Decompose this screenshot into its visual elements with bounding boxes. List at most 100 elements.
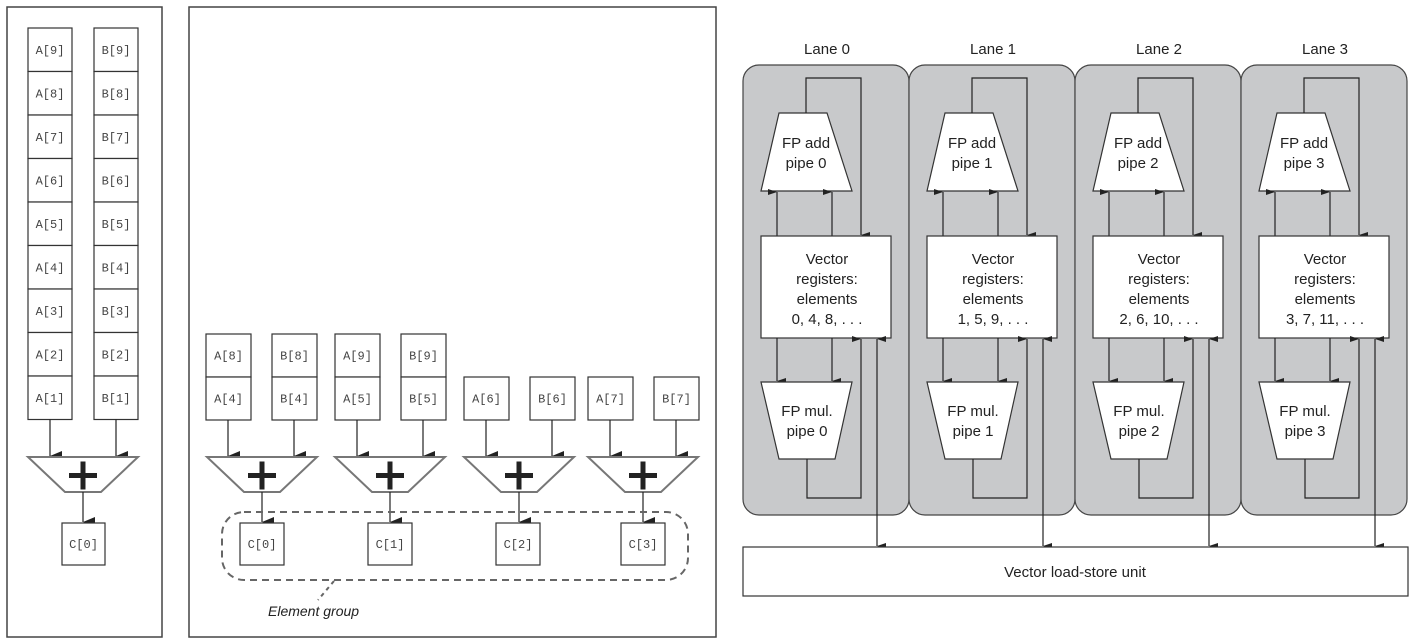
cell-label: B[6]: [102, 174, 131, 188]
pipeline-3: A[7] B[7] C[3]: [585, 376, 701, 566]
cell-label: B[4]: [280, 393, 309, 407]
fp-add-label: pipe 3: [1284, 155, 1325, 172]
fp-add-label: FP add: [948, 135, 996, 152]
vector-registers-label: Vector: [972, 251, 1015, 268]
vector-registers-label: elements: [1129, 291, 1190, 308]
cell-label: A[8]: [214, 350, 243, 364]
fp-add-pipe: FP add pipe 2: [1092, 112, 1185, 192]
cell-label: B[3]: [102, 305, 131, 319]
cell-label: C[0]: [69, 538, 98, 552]
vector-registers-label: registers:: [1128, 271, 1190, 288]
cell-label: A[2]: [36, 348, 65, 362]
b-operand-cell: B[4]: [271, 376, 318, 421]
mul-writeback-wire: [806, 336, 862, 499]
b-operand-cell: B[8]: [271, 333, 318, 378]
b-operand-cell: B[1]: [93, 375, 139, 421]
vector-registers-label: 3, 7, 11, . . .: [1286, 311, 1364, 328]
cell-label: A[6]: [36, 174, 65, 188]
mul-writeback-wire: [972, 336, 1028, 499]
mul-writeback-wire: [1138, 336, 1194, 499]
cell-label: B[5]: [102, 218, 131, 232]
add-writeback-wire: [1137, 77, 1202, 238]
cell-label: B[7]: [102, 131, 131, 145]
a-operand-cell: A[6]: [463, 376, 510, 421]
cell-label: A[5]: [36, 218, 65, 232]
cell-label: A[3]: [36, 305, 65, 319]
adder: [25, 419, 141, 527]
fp-mul-label: FP mul.: [1113, 403, 1164, 420]
b-operand-cell: B[3]: [93, 288, 139, 334]
fp-add-label: FP add: [782, 135, 830, 152]
c-result-cell: C[2]: [495, 522, 541, 566]
b-operand-cell: B[5]: [400, 376, 447, 421]
a-operand-cell: A[7]: [587, 376, 634, 421]
b-operand-cell: B[7]: [653, 376, 700, 421]
fp-mul-pipe: FP mul. pipe 2: [1092, 381, 1185, 460]
c-result-cell: C[0]: [61, 522, 106, 566]
a-operand-cell: A[3]: [27, 288, 73, 334]
fp-mul-label: pipe 2: [1119, 423, 1160, 440]
vector-registers-label: 1, 5, 9, . . .: [958, 311, 1029, 328]
cell-label: C[0]: [248, 538, 277, 552]
add-writeback-wire: [1303, 77, 1368, 238]
a-operand-cell: A[8]: [27, 70, 73, 116]
a-operand-column: A[9]A[8]A[7]A[6]A[5]A[4]A[3]A[2]A[1]: [27, 27, 73, 421]
b-operand-cell: B[8]: [93, 70, 139, 116]
a-operand-cell: A[6]: [27, 157, 73, 203]
a-operand-cell: A[4]: [27, 244, 73, 290]
b-operand-cell: B[5]: [93, 201, 139, 247]
pipeline-0: A[8]A[4]B[8]B[4]C[0]: [204, 333, 320, 566]
fp-add-label: FP add: [1114, 135, 1162, 152]
result-box: C[0]: [61, 522, 106, 566]
a-operand-cell: A[2]: [27, 331, 73, 377]
add-writeback-wire: [971, 77, 1036, 238]
cell-label: B[2]: [102, 348, 131, 362]
vector-registers-label: registers:: [962, 271, 1024, 288]
a-operand-cell: A[9]: [334, 333, 381, 378]
cell-label: B[9]: [409, 350, 438, 364]
fp-mul-label: FP mul.: [1279, 403, 1330, 420]
adder: [332, 456, 448, 493]
b-operand-cell: B[6]: [93, 157, 139, 203]
cell-label: C[1]: [376, 538, 405, 552]
cell-label: B[5]: [409, 393, 438, 407]
fp-add-label: pipe 1: [952, 155, 993, 172]
fp-add-pipe: FP add pipe 1: [926, 112, 1019, 192]
fp-mul-label: FP mul.: [781, 403, 832, 420]
cell-label: A[9]: [36, 44, 65, 58]
lane-title: Lane 0: [804, 41, 850, 58]
fp-add-label: pipe 0: [786, 155, 827, 172]
vector-registers: Vector registers: elements 1, 5, 9, . . .: [926, 235, 1058, 339]
lane-1: Lane 1 FP add pipe 1 Vector registers: elemen…: [908, 41, 1076, 549]
cell-label: A[7]: [596, 393, 625, 407]
pipelines: A[8]A[4]B[8]B[4]C[0]A[9]A[5]B[9]B[5]C[1]…: [204, 333, 701, 566]
fp-mul-pipe: FP mul.pipe 3: [1258, 381, 1351, 460]
fp-add-label: pipe 2: [1118, 155, 1159, 172]
lane-title: Lane 1: [970, 41, 1016, 58]
cell-label: B[7]: [662, 393, 691, 407]
cell-label: A[8]: [36, 87, 65, 101]
vector-registers-label: elements: [963, 291, 1024, 308]
add-writeback-wire: [805, 77, 870, 238]
single-pipeline-panel: A[9]A[8]A[7]A[6]A[5]A[4]A[3]A[2]A[1] B[9…: [6, 6, 163, 638]
cell-label: A[9]: [343, 350, 372, 364]
fp-mul-label: pipe 0: [787, 423, 828, 440]
c-result-cell: C[1]: [367, 522, 413, 566]
cell-label: C[3]: [629, 538, 658, 552]
adder: [204, 456, 320, 493]
cell-label: A[6]: [472, 393, 501, 407]
cell-label: A[7]: [36, 131, 65, 145]
cell-label: A[5]: [343, 393, 372, 407]
adder: [25, 456, 141, 493]
mul-writeback-wire: [1304, 336, 1360, 499]
b-operand-cell: B[9]: [400, 333, 447, 378]
c-result-cell: C[0]: [239, 522, 285, 566]
a-operand-cell: A[7]: [27, 114, 73, 160]
fp-mul-pipe: FP mul. pipe 0: [760, 381, 853, 460]
